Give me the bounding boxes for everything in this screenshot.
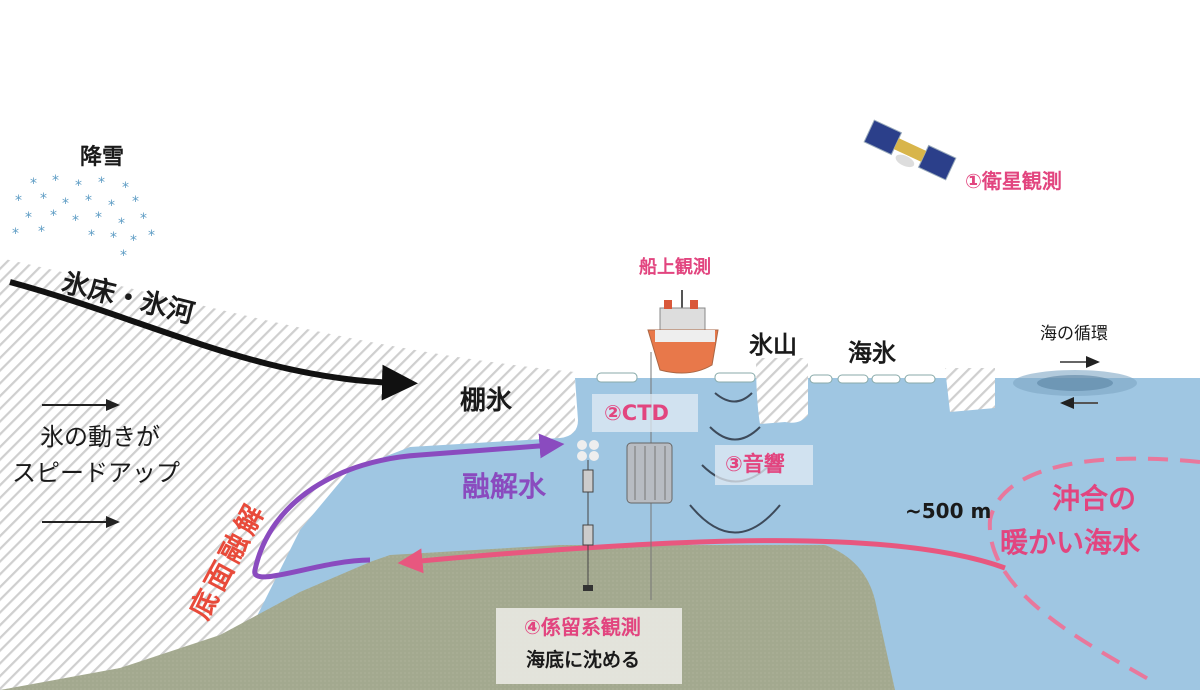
snowflakes-icon: ***** ****** ****** ****** * (12, 173, 155, 264)
svg-text:*: * (148, 228, 155, 244)
ctd-label-box: ②CTD (592, 394, 698, 432)
svg-text:*: * (52, 173, 59, 189)
shipboard-observation-label: 船上観測 (639, 257, 711, 278)
acoustic-label: ③音響 (725, 452, 785, 476)
iceberg-shape (756, 358, 808, 424)
ctd-rosette-icon (626, 442, 673, 504)
svg-text:*: * (88, 228, 95, 244)
warm-water-region (987, 456, 1200, 682)
mooring-label-box: ④係留系観測 海底に沈める (496, 608, 682, 684)
meltwater-arrow (252, 433, 565, 580)
svg-text:*: * (38, 224, 45, 240)
mooring-note: 海底に沈める (526, 649, 641, 671)
svg-text:*: * (25, 210, 32, 226)
svg-text:*: * (122, 180, 129, 196)
warm-water-arrow (397, 538, 1006, 574)
svg-text:*: * (30, 176, 37, 192)
warm-water-label-line1: 沖合の (1052, 482, 1137, 515)
svg-text:*: * (140, 211, 147, 227)
svg-text:*: * (75, 178, 82, 194)
svg-text:*: * (98, 175, 105, 191)
svg-text:*: * (130, 233, 137, 249)
svg-text:*: * (15, 193, 22, 209)
ice-shelf-label: 棚氷 (460, 386, 513, 416)
svg-text:*: * (50, 208, 57, 224)
ice-tongue (945, 368, 995, 412)
svg-text:*: * (132, 194, 139, 210)
speedup-label-line1: 氷の動きが (40, 423, 160, 451)
svg-text:*: * (110, 230, 117, 246)
svg-text:*: * (108, 198, 115, 214)
ctd-label: ②CTD (604, 401, 669, 425)
svg-text:*: * (118, 216, 125, 232)
svg-text:*: * (62, 196, 69, 212)
meltwater-label: 融解水 (462, 470, 547, 503)
speedup-label-line2: スピードアップ (12, 459, 180, 487)
sea-ice-label: 海氷 (848, 339, 896, 367)
mooring-icon (577, 440, 599, 591)
depth-label: ~500 m (905, 499, 992, 523)
svg-text:*: * (40, 191, 47, 207)
sea-ice-floes (596, 372, 936, 384)
ocean-circulation-label: 海の循環 (1040, 324, 1108, 344)
acoustic-label-box: ③音響 (715, 445, 813, 485)
iceberg-label: 氷山 (749, 331, 797, 359)
svg-text:*: * (85, 193, 92, 209)
ice-flow-arrow (9, 279, 418, 401)
mooring-label: ④係留系観測 (524, 615, 641, 639)
svg-text:*: * (95, 210, 102, 226)
icebreaker-ship-icon (647, 290, 719, 600)
svg-text:*: * (120, 248, 127, 264)
satellite-icon (863, 119, 957, 181)
satellite-observation-label: ①衛星観測 (965, 169, 1062, 193)
warm-water-label-line2: 暖かい海水 (1000, 526, 1141, 559)
svg-text:*: * (72, 213, 79, 229)
snowfall-label: 降雪 (80, 145, 125, 170)
svg-text:*: * (12, 226, 19, 242)
ocean-circulation-eddy (1013, 356, 1137, 409)
